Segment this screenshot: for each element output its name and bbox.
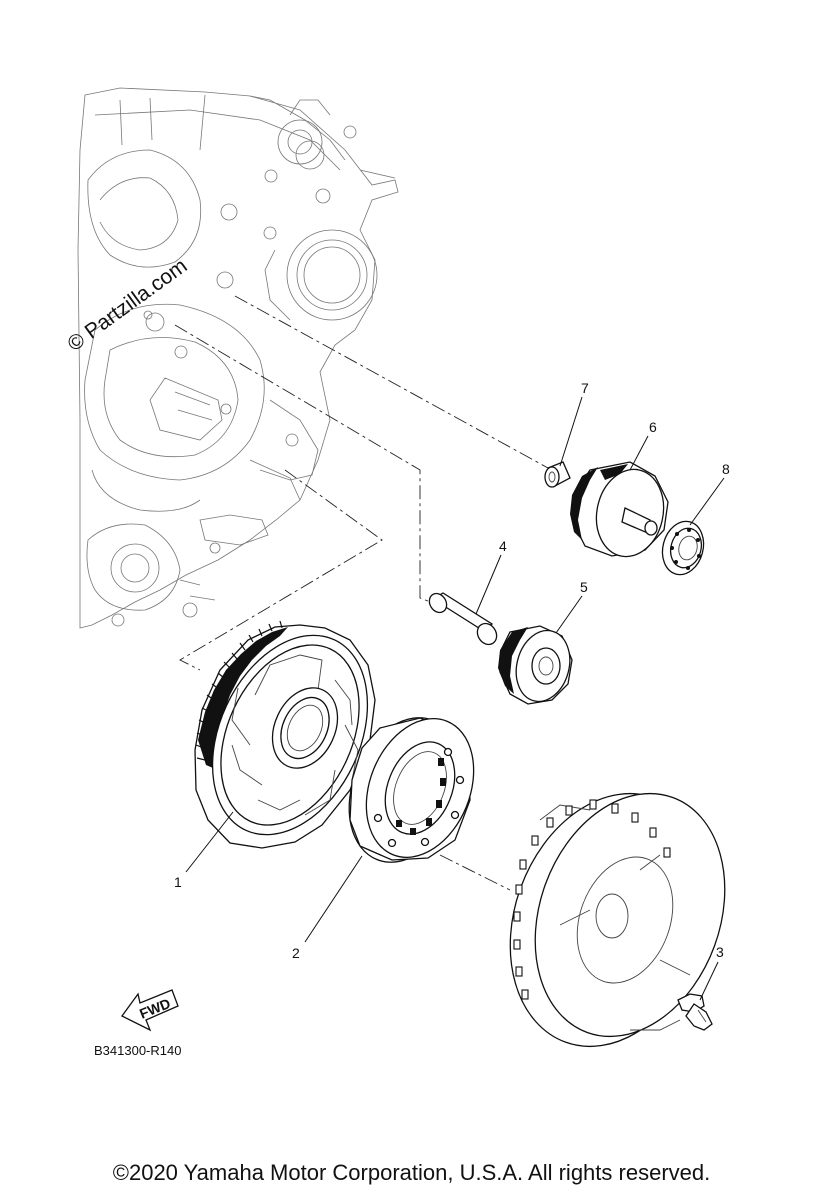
callout-4: 4 (499, 538, 507, 554)
part-4-shaft (428, 592, 498, 646)
diagram-code: B341300-R140 (94, 1043, 181, 1058)
callout-3: 3 (716, 944, 724, 960)
callout-7: 7 (581, 380, 589, 396)
part-8-bearing (661, 520, 705, 576)
engine-crankcase-outline (77, 87, 399, 629)
part-7-bushing (544, 461, 571, 488)
part-1-starter-driven-gear (194, 620, 376, 849)
callout-2: 2 (292, 945, 300, 961)
part-6-starter-wheel-gear (570, 461, 669, 558)
callout-5: 5 (580, 579, 588, 595)
fwd-label: FWD (137, 995, 173, 1022)
fwd-arrow-icon: FWD (121, 989, 179, 1032)
part-5-idler-gear (498, 625, 573, 705)
callout-1: 1 (174, 874, 182, 890)
generator-rotor (509, 792, 726, 1048)
part-2-one-way-clutch (348, 717, 475, 863)
copyright-notice: ©2020 Yamaha Motor Corporation, U.S.A. A… (112, 1160, 711, 1185)
callout-6: 6 (649, 419, 657, 435)
part-3-bolt (677, 993, 713, 1031)
partzilla-watermark: © Partzilla.com (63, 254, 191, 356)
callout-8: 8 (722, 461, 730, 477)
callout-leaders (185, 396, 725, 1001)
